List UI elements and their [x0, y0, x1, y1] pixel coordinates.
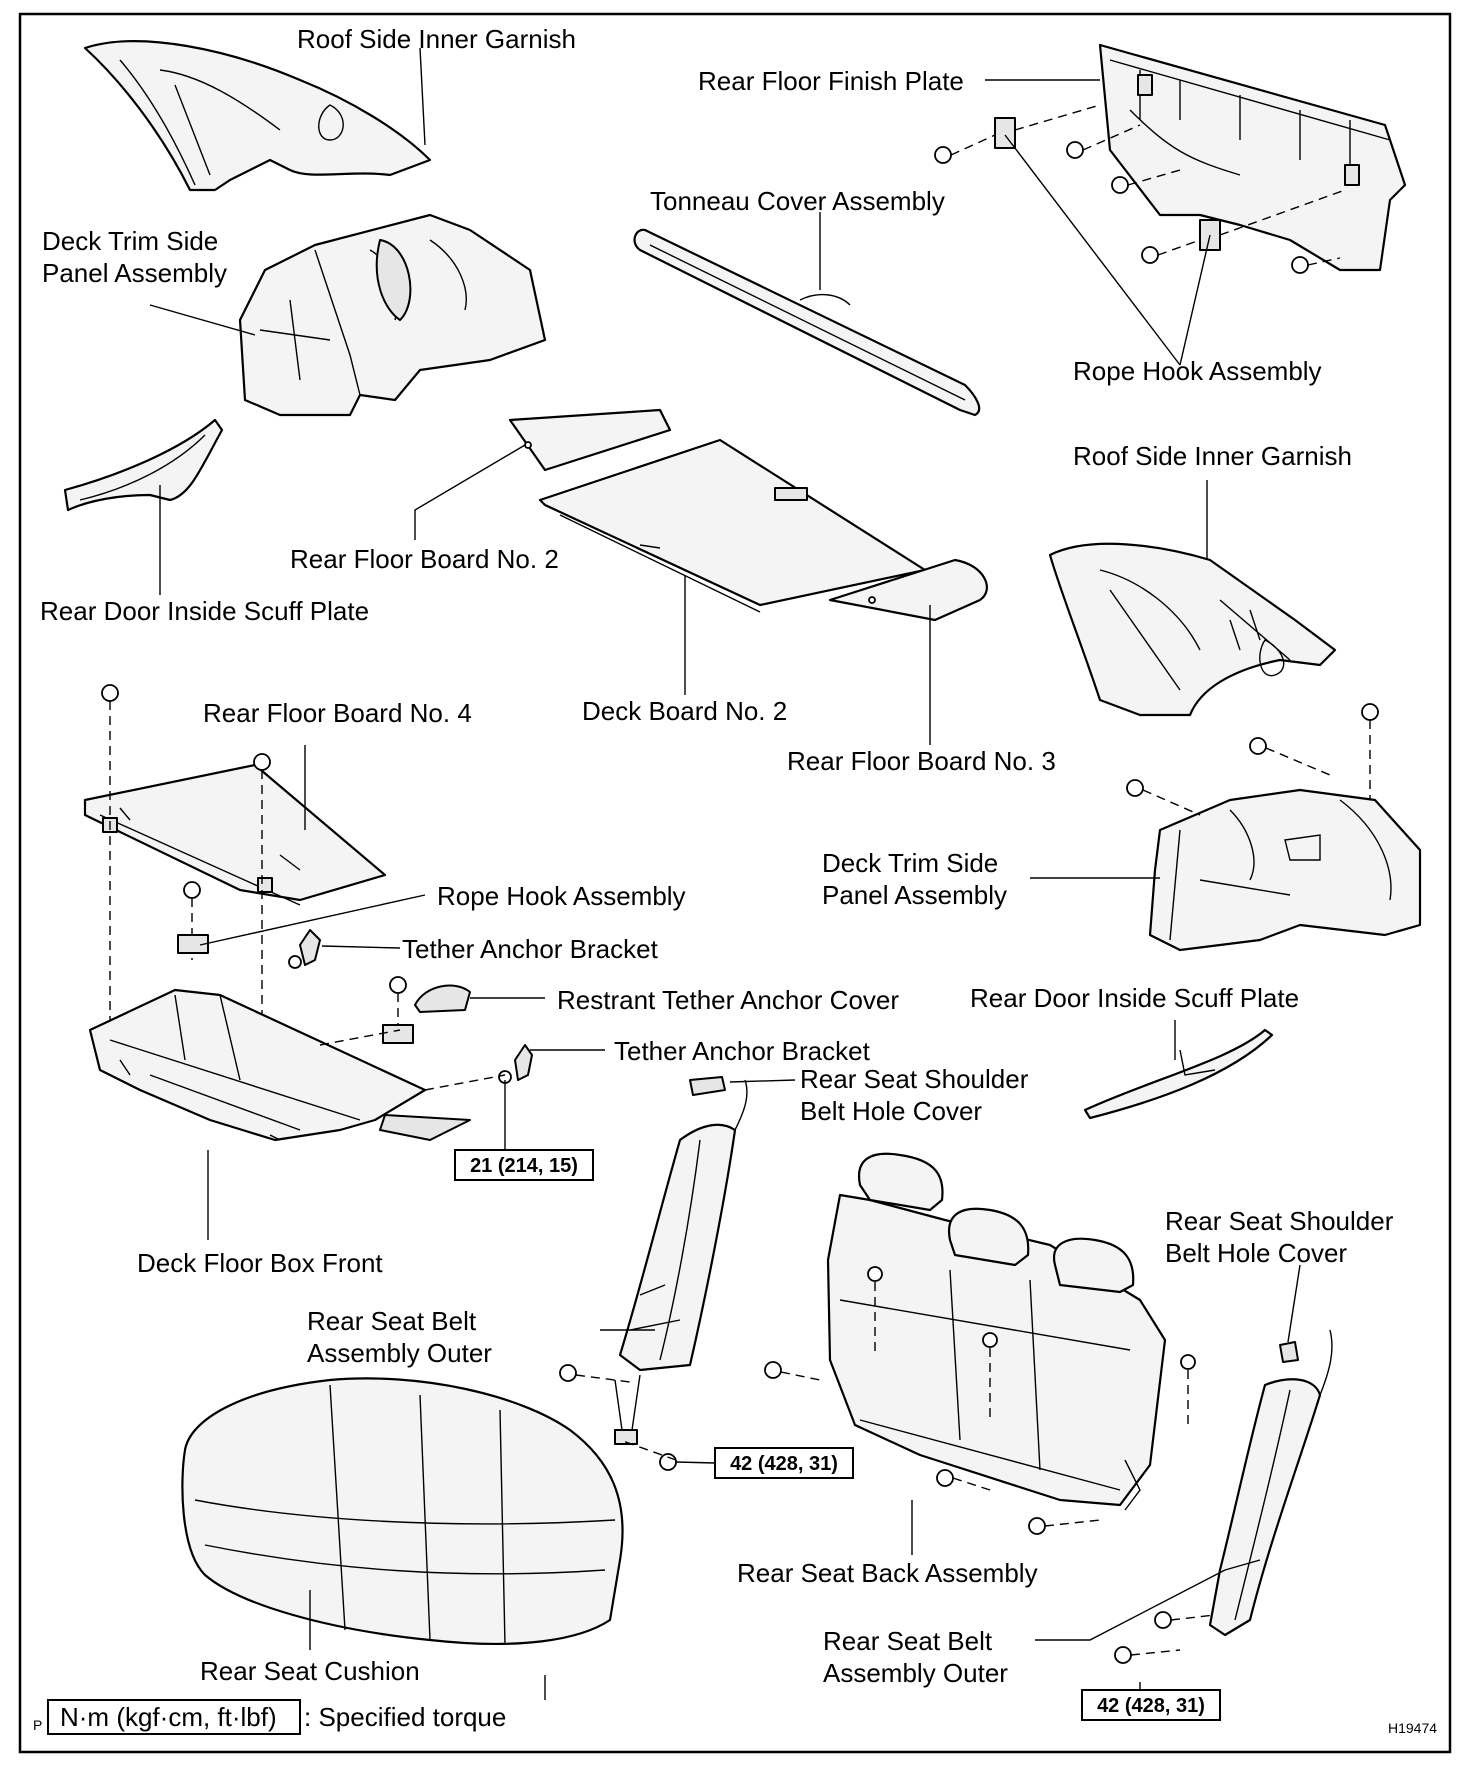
label-rear-floor-board-no2: Rear Floor Board No. 2	[290, 544, 559, 574]
torque-value-seat-belt-right: 42 (428, 31)	[1097, 1695, 1205, 1717]
deck-trim-side-panel-right-part	[1148, 788, 1422, 952]
label-rope-hook-assembly-mid: Rope Hook Assembly	[437, 881, 686, 911]
figure-id: H19474	[1388, 1720, 1437, 1736]
rear-floor-finish-plate-part	[1098, 43, 1407, 272]
legend-prefix: P	[33, 1717, 42, 1733]
tether-anchor-bracket-2-part	[498, 1044, 533, 1084]
label-rear-floor-board-no4: Rear Floor Board No. 4	[203, 698, 472, 728]
label-deck-trim-side-panel-right-line1: Deck Trim Side	[822, 848, 998, 878]
torque-value-tether-anchor: 21 (214, 15)	[470, 1155, 578, 1177]
deck-trim-right-fasteners	[1126, 703, 1379, 816]
seat-belt-right-fasteners	[1114, 1611, 1216, 1664]
label-deck-floor-box-front: Deck Floor Box Front	[137, 1248, 383, 1278]
roof-side-inner-garnish-right-part	[1048, 542, 1337, 717]
seat-belt-left-fasteners	[559, 1364, 677, 1471]
deck-trim-side-panel-left-part	[238, 213, 547, 417]
label-tether-anchor-bracket-2: Tether Anchor Bracket	[614, 1036, 871, 1066]
label-roof-side-inner-garnish-right: Roof Side Inner Garnish	[1073, 441, 1352, 471]
label-rear-door-inside-scuff-plate-left: Rear Door Inside Scuff Plate	[40, 596, 369, 626]
label-rear-seat-shoulder-belt-hole-cover-left-line2: Belt Hole Cover	[800, 1096, 982, 1126]
seat-back-fasteners	[764, 1266, 1196, 1535]
label-tonneau-cover-assembly: Tonneau Cover Assembly	[650, 186, 945, 216]
rear-door-inside-scuff-plate-left-part	[63, 418, 224, 512]
rear-seat-belt-assembly-outer-left-part	[614, 1079, 748, 1445]
rear-seat-belt-assembly-outer-right-part	[1208, 1329, 1333, 1637]
label-rear-seat-belt-assembly-outer-left-line2: Assembly Outer	[307, 1338, 492, 1368]
label-deck-trim-side-panel-left-line2: Panel Assembly	[42, 258, 227, 288]
label-deck-board-no2: Deck Board No. 2	[582, 696, 787, 726]
deck-floor-box-front-part	[88, 988, 506, 1142]
label-rear-seat-shoulder-belt-hole-cover-left-line1: Rear Seat Shoulder	[800, 1064, 1029, 1094]
torque-box-seat-belt-right: 42 (428, 31)	[1081, 1689, 1221, 1721]
label-restrant-tether-anchor-cover: Restrant Tether Anchor Cover	[557, 985, 899, 1015]
label-deck-trim-side-panel-right-line2: Panel Assembly	[822, 880, 1007, 910]
label-deck-trim-side-panel-left-line1: Deck Trim Side	[42, 226, 218, 256]
label-rear-seat-belt-assembly-outer-right-line2: Assembly Outer	[823, 1658, 1008, 1688]
label-rear-floor-board-no3: Rear Floor Board No. 3	[787, 746, 1056, 776]
tether-anchor-bracket-1-part	[288, 929, 321, 969]
label-rear-seat-back-assembly: Rear Seat Back Assembly	[737, 1558, 1038, 1588]
rear-door-inside-scuff-plate-right-part	[1083, 1028, 1274, 1120]
label-rear-door-inside-scuff-plate-right: Rear Door Inside Scuff Plate	[970, 983, 1299, 1013]
legend-unit-box: N·m (kgf·cm, ft·lbf)	[60, 1702, 277, 1732]
diagram-frame	[18, 12, 1452, 1754]
deck-board-no2-part	[538, 438, 927, 613]
torque-box-seat-belt-left: 42 (428, 31)	[714, 1447, 854, 1479]
label-rear-floor-finish-plate: Rear Floor Finish Plate	[698, 66, 964, 96]
torque-value-seat-belt-left: 42 (428, 31)	[730, 1453, 838, 1475]
tonneau-cover-assembly-part	[633, 228, 981, 417]
label-rear-seat-shoulder-belt-hole-cover-right-line2: Belt Hole Cover	[1165, 1238, 1347, 1268]
finish-plate-fasteners	[934, 104, 1346, 274]
leader-lines	[149, 47, 1301, 1700]
torque-legend: P N·m (kgf·cm, ft·lbf) : Specified torqu…	[33, 1699, 506, 1735]
rear-floor-board-no3-part	[828, 558, 988, 622]
part-labels: Roof Side Inner Garnish Rear Floor Finis…	[40, 24, 1394, 1688]
label-rope-hook-assembly-top: Rope Hook Assembly	[1073, 356, 1322, 386]
label-tether-anchor-bracket-1: Tether Anchor Bracket	[402, 934, 659, 964]
rear-floor-board-no2-part	[508, 408, 672, 472]
rear-seat-back-assembly-part	[826, 1152, 1167, 1511]
label-rear-seat-belt-assembly-outer-left-line1: Rear Seat Belt	[307, 1306, 477, 1336]
torque-box-tether-anchor: 21 (214, 15)	[454, 1149, 594, 1181]
label-rear-seat-belt-assembly-outer-right-line1: Rear Seat Belt	[823, 1626, 993, 1656]
label-rear-seat-shoulder-belt-hole-cover-right-line1: Rear Seat Shoulder	[1165, 1206, 1394, 1236]
rear-seat-shoulder-belt-hole-cover-left-part	[689, 1076, 726, 1096]
rear-seat-shoulder-belt-hole-cover-right-part	[1279, 1341, 1299, 1363]
label-rear-seat-cushion: Rear Seat Cushion	[200, 1656, 420, 1686]
rear-seat-cushion-part	[181, 1377, 624, 1646]
rear-floor-board-no4-part	[83, 763, 387, 906]
legend-description: : Specified torque	[304, 1702, 506, 1732]
label-roof-side-inner-garnish-top: Roof Side Inner Garnish	[297, 24, 576, 54]
rope-hook-assembly-mid-part	[177, 934, 414, 1044]
roof-side-inner-garnish-top-part	[83, 40, 432, 192]
restrant-tether-anchor-cover-part	[414, 984, 471, 1013]
